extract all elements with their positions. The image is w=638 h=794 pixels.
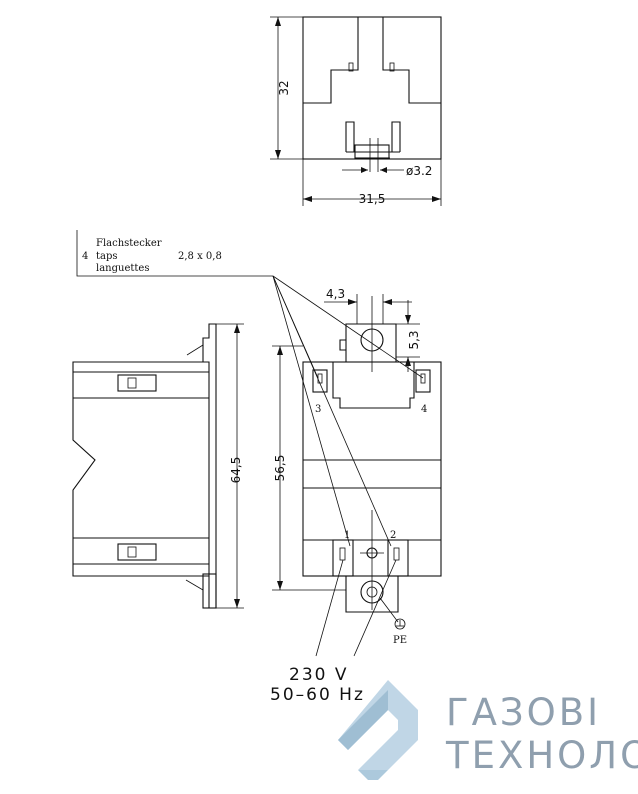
note-size: 2,8 x 0,8 [178,251,222,262]
terminal-2-label: 2 [390,530,396,541]
note-leader [76,230,424,547]
dim-horizontal-offset: 4,3 [326,287,345,301]
front-view [272,294,442,657]
dim-front-height: 56,5 [273,455,287,482]
brand-name-line1: ГАЗОВІ [446,691,601,734]
terminal-4-label: 4 [421,404,427,415]
brand-logo [338,680,418,780]
note-line2: taps [96,251,118,262]
note-count: 4 [82,251,88,262]
note-line3: languettes [96,263,149,274]
terminal-1-label: 1 [344,530,350,541]
frequency-label: 50–60 Hz [270,685,365,705]
dim-side-height: 64,5 [229,457,243,484]
voltage-label: 230 V [289,665,348,685]
note-line1: Flachstecker [96,238,162,249]
terminal-3-label: 3 [315,404,321,415]
pe-label: PE [393,635,407,646]
top-view [270,16,442,206]
dim-vertical-offset: 5,3 [407,330,421,349]
dim-height-top: 32 [277,80,291,95]
dim-width-top: 31,5 [359,192,386,206]
side-view [72,323,244,609]
dim-hole-diameter: ø3.2 [406,164,432,178]
brand-name-line2: ТЕХНОЛОГІЇ [445,734,638,777]
